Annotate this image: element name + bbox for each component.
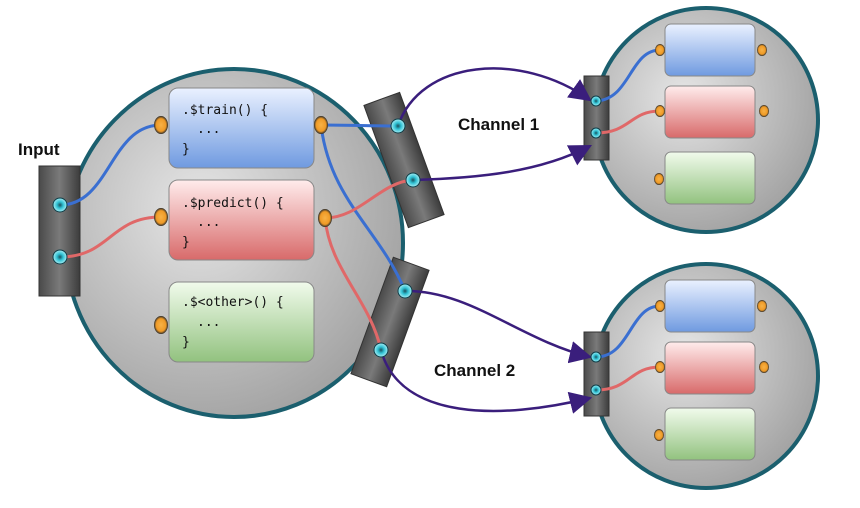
ch2-blue-wire (595, 304, 661, 359)
connector-port (154, 208, 168, 226)
channel1-label: Channel 1 (458, 115, 539, 134)
input-to-predict-wire (59, 215, 162, 259)
connector-port (757, 44, 767, 56)
input-to-train-wire (59, 123, 162, 207)
connector-port (154, 116, 168, 134)
train-line1: .$train() { (182, 103, 268, 118)
connector-port (318, 209, 332, 227)
predict-line3: } (182, 235, 190, 250)
train-line3: } (182, 142, 190, 157)
connector-port (52, 197, 68, 213)
predict-line1: .$predict() { (182, 196, 284, 211)
connector-port (654, 429, 664, 441)
input-label: Input (18, 140, 60, 159)
connector-port (397, 283, 413, 299)
ch1-red-wire (595, 109, 661, 135)
ch1-blue-wire (595, 48, 661, 103)
channel2-in-connector (583, 331, 610, 417)
ch2-red-box (664, 341, 756, 395)
connector-port (654, 173, 664, 185)
connector-port (373, 342, 389, 358)
other-line2: ... (197, 315, 220, 330)
connector-port (590, 95, 602, 107)
connector-port (405, 172, 421, 188)
other-line1: .$<other>() { (182, 295, 284, 310)
other-line3: } (182, 335, 190, 350)
predict-method-box[interactable] (168, 179, 315, 261)
connector-port (390, 118, 406, 134)
connector-port (590, 384, 602, 396)
predict-to-ch1-wire (324, 178, 414, 220)
connector-port (759, 105, 769, 117)
train-line2: ... (197, 122, 220, 137)
train-method-box[interactable] (168, 87, 315, 169)
predict-to-ch2-wire (323, 217, 383, 351)
predict-line2: ... (197, 215, 220, 230)
connector-port (655, 300, 665, 312)
connector-port (154, 316, 168, 334)
input-connector (38, 165, 81, 297)
connector-port (757, 300, 767, 312)
connector-port (590, 351, 602, 363)
ch2-green-box (664, 407, 756, 461)
connector-port (759, 361, 769, 373)
other-method-box[interactable] (168, 281, 315, 363)
train-to-ch1-wire (320, 123, 399, 128)
ch1-red-box (664, 85, 756, 139)
connector-port (655, 361, 665, 373)
channel1-wire-b (412, 144, 592, 182)
channel2-wire-a (404, 289, 593, 364)
channel2-label: Channel 2 (434, 361, 515, 380)
channel2-wire-b (379, 349, 593, 414)
ch2-red-wire (595, 365, 661, 392)
connector-port (314, 116, 328, 134)
ch2-blue-box (664, 279, 756, 333)
ch1-green-box (664, 151, 756, 205)
connector-port (52, 249, 68, 265)
train-to-ch2-wire (319, 124, 407, 292)
channel1-wire-a (396, 67, 592, 127)
connector-port (590, 127, 602, 139)
connector-port (655, 105, 665, 117)
connector-port (655, 44, 665, 56)
ch1-blue-box (664, 23, 756, 77)
